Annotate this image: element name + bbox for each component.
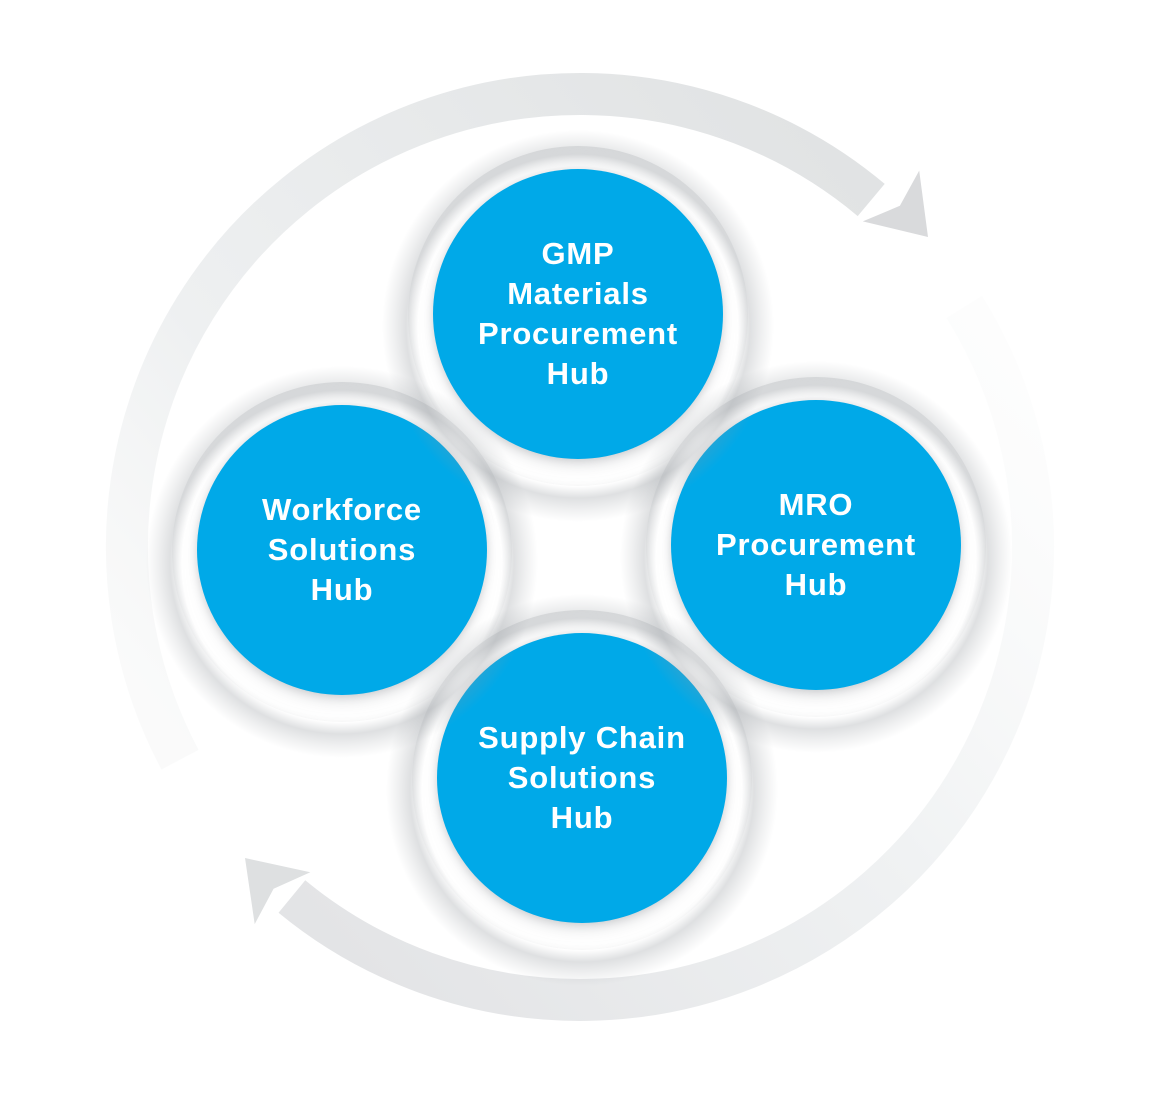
arrowhead-top-right-icon bbox=[862, 170, 928, 237]
hub-label-line: Hub bbox=[784, 566, 848, 602]
hub-label-line: Procurement bbox=[477, 316, 679, 351]
hub-circle-mro: MRO Procurement Hub bbox=[671, 400, 961, 690]
hub-label-line: Materials bbox=[507, 276, 649, 312]
hub-label-line: Hub bbox=[546, 355, 610, 391]
hub-label-line: Solutions bbox=[267, 532, 417, 567]
hub-circle-gmp: GMP Materials Procurement Hub bbox=[433, 169, 723, 459]
hub-circle-workforce: Workforce Solutions Hub bbox=[197, 405, 487, 695]
arrow-arc-bottom bbox=[278, 295, 1054, 1021]
arrowhead-bottom-left-icon bbox=[245, 858, 311, 925]
hub-label-line: MRO bbox=[778, 487, 854, 523]
hub-label-line: Procurement bbox=[715, 527, 917, 562]
hub-label-line: Hub bbox=[550, 799, 614, 835]
hub-label-line: GMP bbox=[541, 236, 615, 272]
hub-label-line: Solutions bbox=[507, 760, 657, 795]
hub-circle-supply-chain: Supply Chain Solutions Hub bbox=[437, 633, 727, 923]
arrow-arc-top bbox=[105, 72, 885, 770]
hub-label-line: Workforce bbox=[262, 492, 422, 528]
hub-label-line: Hub bbox=[310, 571, 374, 607]
hub-label-line: Supply Chain bbox=[478, 720, 686, 756]
